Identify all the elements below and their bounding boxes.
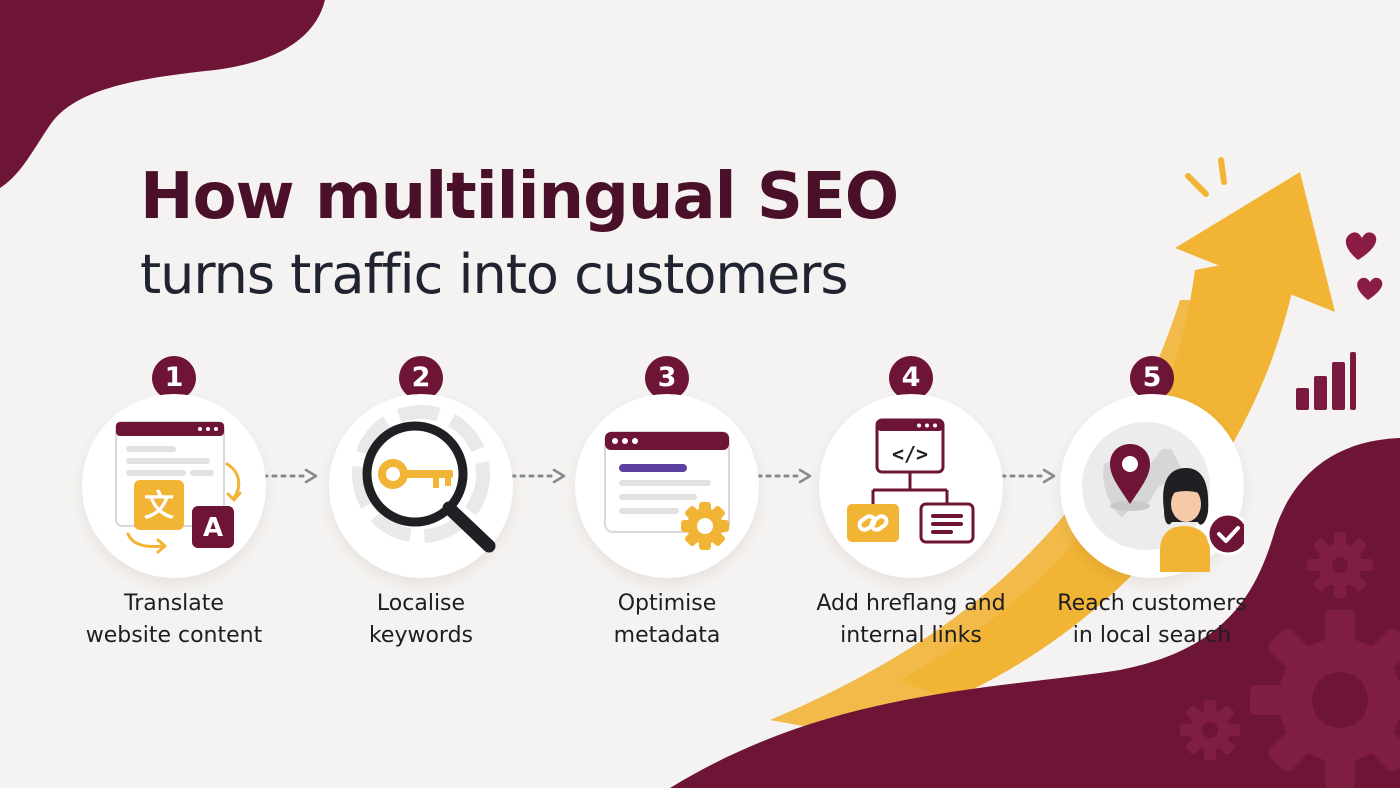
chinese-glyph: 文 — [144, 489, 174, 524]
step-4: 4 </> Add hreflang and interna — [791, 356, 1031, 656]
step-icon-circle: </> — [819, 394, 1003, 578]
step-5: 5 Reach customers in local search — [1032, 356, 1272, 656]
step-label: Add hreflang and internal links — [816, 591, 1006, 648]
step-number-badge: 4 — [889, 356, 933, 400]
step-number-badge: 1 — [152, 356, 196, 400]
step-icon-circle — [575, 394, 759, 578]
step-label: Reach customers in local search — [1057, 591, 1247, 648]
code-glyph: </> — [892, 442, 928, 466]
connector-arrow — [510, 468, 566, 484]
connector-arrow — [1000, 468, 1056, 484]
title-line-2: turns traffic into customers — [140, 243, 849, 306]
browser-gear-icon — [604, 431, 730, 550]
connector-arrow — [262, 468, 318, 484]
growth-arrow-shaft — [900, 250, 1300, 700]
bar-chart-icon — [1296, 352, 1356, 410]
step-label: Optimise metadata — [613, 591, 721, 648]
step-3: 3 Optimise met — [547, 356, 787, 656]
step-number-badge: 2 — [399, 356, 443, 400]
step-icon-circle — [1060, 394, 1244, 578]
translate-icon: 文 A — [115, 421, 242, 554]
step-label: Localise keywords — [368, 591, 474, 648]
code-link-icon: </> — [847, 418, 975, 544]
spark-line — [1218, 157, 1227, 185]
step-2: 2 Localise keywords — [301, 356, 541, 656]
bottom-right-blob — [670, 438, 1400, 788]
step-number-badge: 3 — [645, 356, 689, 400]
top-left-blob — [0, 0, 325, 188]
latin-glyph: A — [203, 513, 223, 543]
step-label: Translate website content — [85, 591, 263, 648]
heart-icon — [1345, 232, 1377, 260]
step-icon-circle: 文 A — [82, 394, 266, 578]
spark-line — [1185, 173, 1209, 197]
heart-icon — [1357, 277, 1383, 300]
location-customer-icon — [1082, 422, 1244, 572]
step-1: 1 文 A Translate website co — [54, 356, 294, 656]
step-number-badge: 5 — [1130, 356, 1174, 400]
magnifier-key-icon — [352, 405, 496, 553]
connector-arrow — [756, 468, 812, 484]
title-line-1: How multilingual SEO — [140, 160, 899, 234]
step-icon-circle — [329, 394, 513, 578]
